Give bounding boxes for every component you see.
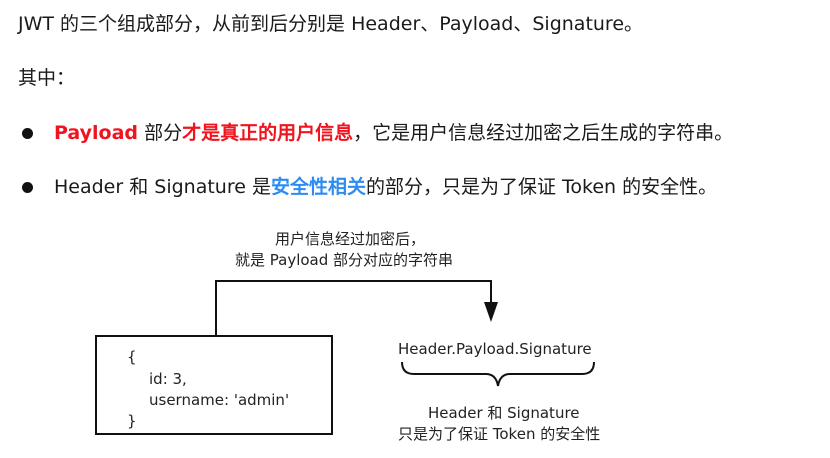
bullet-text-part: Header 和 Signature 是 — [54, 176, 271, 198]
payload-code-box: { id: 3, username: 'admin' } — [95, 335, 333, 435]
bottom-note-line-2: 只是为了保证 Token 的安全性 — [398, 425, 601, 443]
bullet-text-part: 部分 — [138, 122, 183, 144]
top-note-line-2: 就是 Payload 部分对应的字符串 — [235, 251, 454, 269]
code-username-line: username: 'admin' — [149, 391, 290, 409]
bottom-note-line-1: Header 和 Signature — [428, 404, 580, 422]
connector-line — [215, 280, 492, 335]
top-note-line-1: 用户信息经过加密后， — [275, 230, 426, 248]
security-highlight: 安全性相关 — [270, 176, 366, 198]
curly-brace-icon — [401, 361, 595, 387]
intro-line-1: JWT 的三个组成部分，从前到后分别是 Header、Payload、Signa… — [18, 13, 644, 35]
intro-line-2: 其中： — [18, 67, 76, 89]
arrow-head-icon — [484, 302, 498, 322]
payload-keyword: Payload — [54, 122, 139, 144]
bullet-text-part: ，它是用户信息经过加密之后生成的字符串。 — [353, 122, 734, 144]
code-id-line: id: 3, — [149, 370, 187, 388]
token-format-label: Header.Payload.Signature — [398, 340, 592, 358]
bullet-text: Header 和 Signature 是安全性相关的部分，只是为了保证 Toke… — [54, 174, 717, 200]
code-open-brace: { — [127, 348, 137, 366]
bullet-dot-icon — [22, 182, 33, 193]
bullet-dot-icon — [22, 128, 33, 139]
code-close-brace: } — [127, 412, 137, 430]
bullet-text: Payload 部分才是真正的用户信息，它是用户信息经过加密之后生成的字符串。 — [54, 120, 733, 146]
payload-highlight: 才是真正的用户信息 — [182, 122, 354, 144]
bullet-text-part: 的部分，只是为了保证 Token 的安全性。 — [365, 176, 718, 198]
